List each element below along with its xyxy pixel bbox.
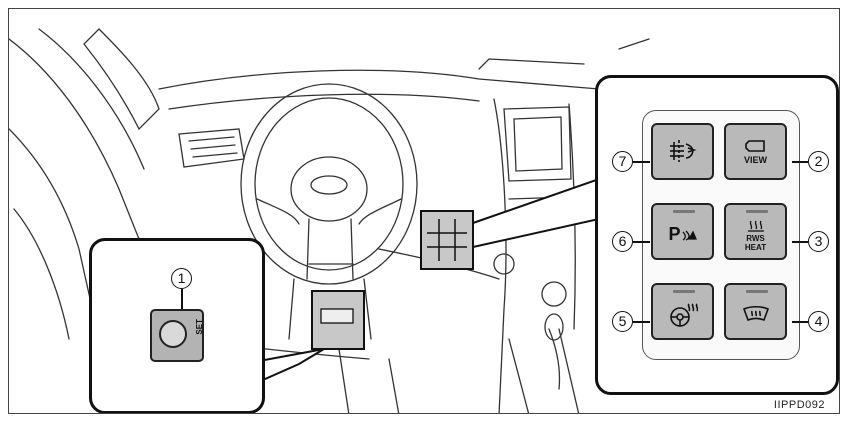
callout-number-6: 6	[612, 231, 633, 252]
callout-number-3: 3	[808, 231, 829, 252]
parking-sensor-button[interactable]: P	[651, 203, 714, 260]
switch-panel: VIEW P	[642, 110, 800, 360]
indicator-light	[746, 210, 768, 213]
set-switch-knob-icon	[159, 320, 187, 348]
leader-line-3	[792, 241, 808, 243]
windshield-defogger-button[interactable]	[724, 283, 787, 340]
callout-number-2: 2	[808, 151, 829, 172]
leader-line-4	[792, 321, 808, 323]
camera-view-icon	[744, 140, 765, 152]
indicator-light	[673, 210, 695, 213]
indicator-light	[673, 290, 695, 293]
traction-control-icon	[669, 139, 697, 162]
traction-control-button[interactable]	[651, 123, 714, 180]
leader-line-7	[633, 161, 650, 163]
switch-panel-callout: VIEW P	[595, 75, 839, 395]
parking-sensor-icon	[682, 230, 697, 241]
rws-heat-button[interactable]: RWS HEAT	[724, 203, 787, 260]
set-switch[interactable]: SET	[150, 309, 204, 362]
steering-heater-button[interactable]	[651, 283, 714, 340]
image-code: IIPPD092	[773, 399, 825, 411]
steering-heater-icon	[669, 302, 698, 327]
rws-heat-label: RWS HEAT	[744, 233, 767, 252]
wiper-heater-icon	[747, 220, 764, 232]
callout-number-4: 4	[808, 311, 829, 332]
leader-line-6	[633, 241, 650, 243]
dashboard-illustration	[9, 28, 650, 413]
callout-number-1: 1	[171, 268, 192, 289]
set-switch-label: SET	[195, 319, 204, 335]
windshield-defogger-icon	[742, 305, 769, 321]
leader-line-1	[181, 289, 183, 323]
parking-sensor-label: P	[668, 224, 681, 244]
callout-number-7: 7	[612, 151, 633, 172]
set-switch-callout: 1 SET	[89, 238, 265, 413]
leader-line-2	[792, 161, 808, 163]
callout-number-5: 5	[612, 311, 633, 332]
indicator-light	[746, 290, 768, 293]
view-button[interactable]: VIEW	[724, 123, 787, 180]
diagram-frame: 1 SET	[8, 8, 840, 414]
view-button-label: VIEW	[743, 155, 767, 165]
leader-line-5	[633, 321, 650, 323]
